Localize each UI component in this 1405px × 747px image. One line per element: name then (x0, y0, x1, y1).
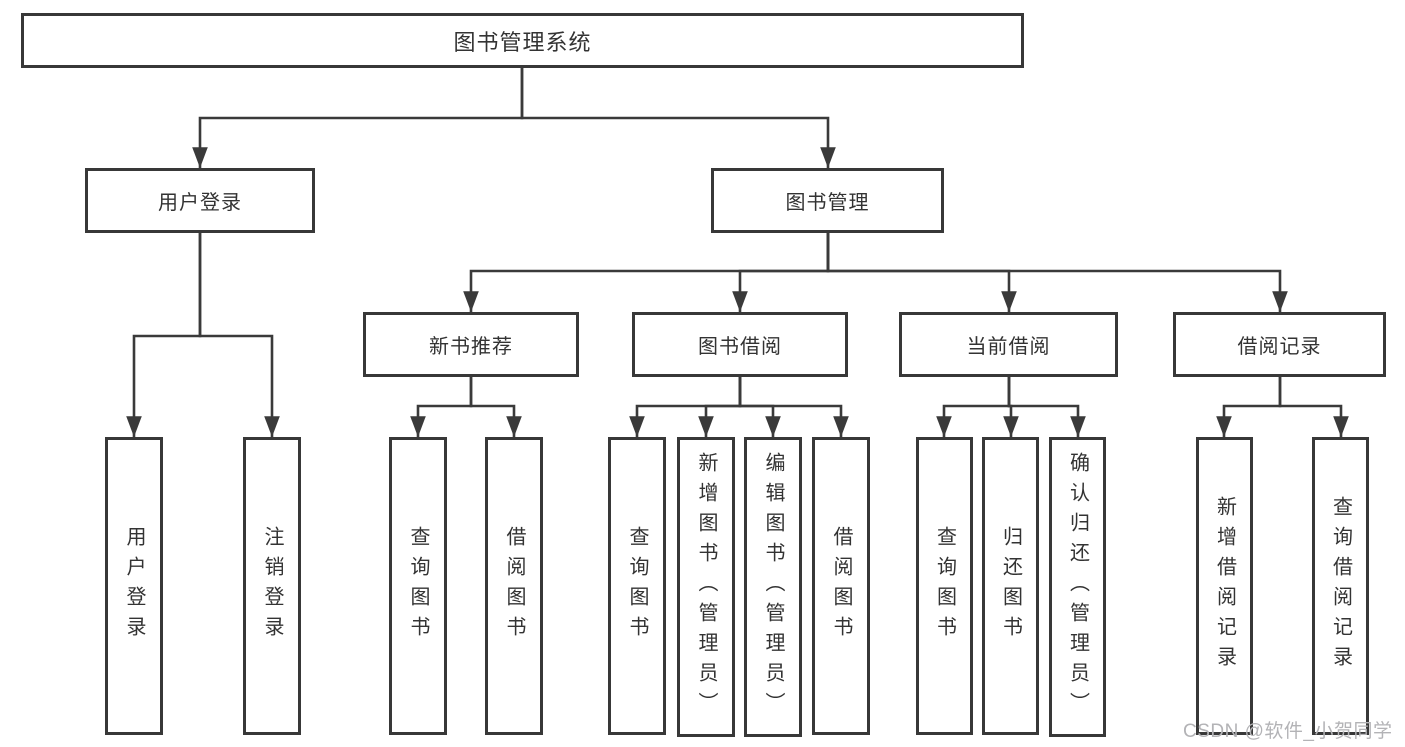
node-user-login: 用户登录 (85, 168, 315, 233)
edge-user-login-to-leaf-user-login (126, 233, 202, 437)
edge-user-login-to-leaf-logout (198, 233, 280, 437)
leaf-current-query-books: 查询图书 (916, 437, 973, 735)
node-book-mgmt-label: 图书管理 (785, 192, 870, 214)
leaf-records-query-record: 查询借阅记录 (1312, 437, 1369, 735)
edge-book-mgmt-to-borrow-records (826, 233, 1288, 312)
node-current-borrow-label: 当前借阅 (966, 336, 1051, 358)
edge-book-mgmt-to-book-borrow (732, 233, 830, 312)
node-book-borrow: 图书借阅 (632, 312, 848, 377)
leaf-newbooks-query-books: 查询图书 (389, 437, 447, 735)
edge-book-mgmt-to-new-books (463, 233, 830, 312)
leaf-newbooks-query-books-label: 查询图书 (407, 526, 429, 646)
edge-new-books-to-borrow (469, 377, 522, 437)
leaf-records-add-record-label: 新增借阅记录 (1213, 496, 1236, 676)
leaf-current-confirm-return-admin-label: 确认归还（管理员） (1066, 452, 1089, 722)
edge-book-borrow-to-borrow (738, 377, 849, 437)
edge-book-borrow-to-add (698, 377, 742, 437)
leaf-borrow-add-books-admin-label: 新增图书（管理员） (695, 452, 717, 722)
leaf-newbooks-borrow-books-label: 借阅图书 (503, 526, 525, 646)
leaf-borrow-edit-books-admin: 编辑图书（管理员） (744, 437, 802, 737)
edge-new-books-to-query (410, 377, 473, 437)
edge-root-to-book-mgmt (520, 68, 836, 168)
edge-current-borrow-to-confirm (1007, 377, 1086, 437)
leaf-current-return-books: 归还图书 (982, 437, 1039, 735)
leaf-user-login: 用户登录 (105, 437, 163, 735)
leaf-borrow-query-books: 查询图书 (608, 437, 666, 735)
leaf-borrow-query-books-label: 查询图书 (626, 526, 648, 646)
leaf-borrow-add-books-admin: 新增图书（管理员） (677, 437, 735, 737)
leaf-logout-label: 注销登录 (261, 526, 283, 646)
leaf-current-query-books-label: 查询图书 (933, 526, 956, 646)
edge-borrow-records-to-add (1216, 377, 1282, 437)
edge-borrow-records-to-query (1278, 377, 1349, 437)
leaf-newbooks-borrow-books: 借阅图书 (485, 437, 543, 735)
node-root-label: 图书管理系统 (453, 29, 592, 55)
leaf-borrow-borrow-books: 借阅图书 (812, 437, 870, 735)
node-root: 图书管理系统 (21, 13, 1024, 68)
leaf-current-return-books-label: 归还图书 (999, 526, 1022, 646)
leaf-records-query-record-label: 查询借阅记录 (1329, 496, 1352, 676)
node-current-borrow: 当前借阅 (899, 312, 1118, 377)
leaf-logout: 注销登录 (243, 437, 301, 735)
node-new-books: 新书推荐 (363, 312, 579, 377)
node-new-books-label: 新书推荐 (429, 336, 513, 358)
leaf-borrow-edit-books-admin-label: 编辑图书（管理员） (762, 452, 784, 722)
node-user-login-label: 用户登录 (158, 192, 242, 214)
edge-current-borrow-to-query (936, 377, 1011, 437)
csdn-watermark: CSDN @软件_小贺同学 (1183, 721, 1393, 742)
node-borrow-records-label: 借阅记录 (1237, 336, 1322, 358)
leaf-user-login-label: 用户登录 (123, 526, 145, 646)
node-book-mgmt: 图书管理 (711, 168, 944, 233)
node-book-borrow-label: 图书借阅 (698, 336, 782, 358)
leaf-records-add-record: 新增借阅记录 (1196, 437, 1253, 735)
leaf-current-confirm-return-admin: 确认归还（管理员） (1049, 437, 1106, 737)
leaf-borrow-borrow-books-label: 借阅图书 (830, 526, 852, 646)
edge-book-mgmt-to-current-borrow (826, 233, 1017, 312)
node-borrow-records: 借阅记录 (1173, 312, 1386, 377)
edge-root-to-user-login (192, 68, 524, 168)
